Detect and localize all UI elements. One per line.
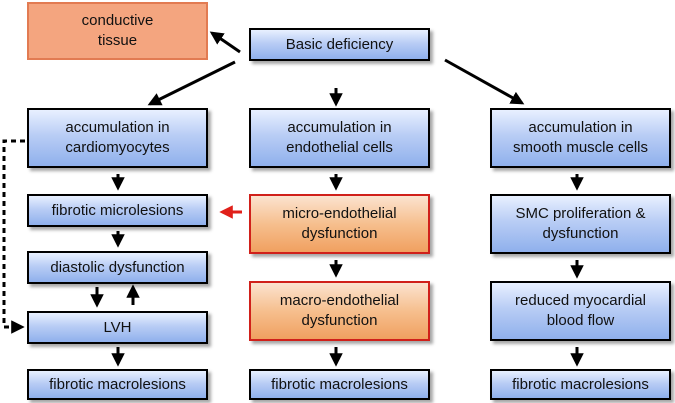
box-basic-deficiency: Basic deficiency xyxy=(249,28,430,61)
box-accumulation-smooth-muscle: accumulation in smooth muscle cells xyxy=(490,108,671,168)
box-diastolic-dysfunction: diastolic dysfunction xyxy=(27,251,208,284)
arrow-to-conductive-tissue xyxy=(209,31,241,54)
dashed-arrow-cardio-to-lvh xyxy=(2,139,25,334)
box-conductive-tissue: conductive tissue xyxy=(27,2,208,60)
box-reduced-myocardial-blood-flow: reduced myocardial blood flow xyxy=(490,281,671,341)
box-accumulation-cardiomyocytes: accumulation in cardiomyocytes xyxy=(27,108,208,168)
box-fibrotic-microlesions: fibrotic microlesions xyxy=(27,194,208,227)
box-micro-endothelial-dysfunction: micro-endothelial dysfunction xyxy=(249,194,430,254)
box-macro-endothelial-dysfunction: macro-endothelial dysfunction xyxy=(249,281,430,341)
arrow-to-cardiomyocytes xyxy=(147,60,236,106)
box-fibrotic-macrolesions-center: fibrotic macrolesions xyxy=(249,369,430,400)
box-fibrotic-macrolesions-right: fibrotic macrolesions xyxy=(490,369,671,400)
arrow-to-smooth-muscle xyxy=(444,58,525,105)
box-smc-proliferation: SMC proliferation & dysfunction xyxy=(490,194,671,254)
box-fibrotic-macrolesions-left: fibrotic macrolesions xyxy=(27,369,208,400)
box-accumulation-endothelial: accumulation in endothelial cells xyxy=(249,108,430,168)
box-lvh: LVH xyxy=(27,311,208,344)
